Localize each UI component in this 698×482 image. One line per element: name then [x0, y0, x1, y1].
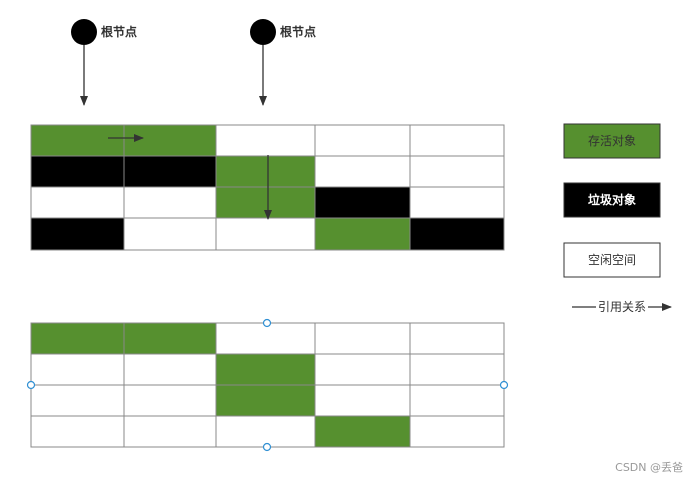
legend-free: 空闲空间	[563, 242, 661, 278]
heap-before-cell-free	[30, 186, 125, 219]
heap-after-cell-free	[215, 415, 316, 448]
heap-before-cell-garbage	[409, 217, 505, 251]
heap-after-cell-free	[215, 322, 316, 355]
heap-after-cell-free	[30, 415, 125, 448]
resize-handle-bottom[interactable]	[262, 442, 272, 452]
root-node-2: 根节点	[250, 19, 316, 45]
heap-before-compaction	[30, 124, 505, 251]
heap-before-cell-free	[314, 155, 411, 188]
legend-live-label: 存活对象	[588, 134, 636, 148]
resize-handle-top[interactable]	[262, 318, 272, 328]
heap-after-cell-free	[314, 353, 411, 386]
heap-before-cell-live	[314, 217, 411, 251]
heap-before-cell-live	[30, 124, 125, 157]
heap-before-cell-garbage	[30, 217, 125, 251]
legend-live-swatch	[563, 123, 661, 159]
heap-after-cell-free	[314, 322, 411, 355]
heap-before-cell-live	[215, 155, 316, 188]
heap-before-cell-free	[409, 155, 505, 188]
heap-after-cell-free	[409, 384, 505, 417]
root-node-label-1: 根节点	[101, 24, 137, 39]
heap-before-cell-live	[123, 124, 217, 157]
heap-after-cell-free	[409, 415, 505, 448]
heap-after-cell-free	[123, 384, 217, 417]
heap-before-cell-garbage	[314, 186, 411, 219]
heap-before-cell-garbage	[123, 155, 217, 188]
legend-free-label: 空闲空间	[588, 253, 636, 267]
heap-after-compaction	[30, 322, 505, 448]
heap-after-cell-free	[123, 353, 217, 386]
legend-garbage-swatch	[563, 182, 661, 218]
legend-free-swatch	[563, 242, 661, 278]
heap-after-cell-live	[314, 415, 411, 448]
heap-after-cell-free	[123, 415, 217, 448]
legend-reference-label: 引用关系	[598, 300, 646, 314]
legend-reference: 引用关系	[572, 300, 672, 314]
heap-after-cell-free	[409, 353, 505, 386]
resize-handle-right[interactable]	[499, 380, 509, 390]
heap-before-cell-free	[215, 124, 316, 157]
heap-after-cell-live	[30, 322, 125, 355]
heap-after-cell-free	[30, 384, 125, 417]
legend-garbage-label: 垃圾对象	[588, 192, 636, 207]
root-node-1: 根节点	[71, 19, 137, 45]
heap-after-cell-free	[30, 353, 125, 386]
heap-before-cell-free	[123, 217, 217, 251]
watermark: CSDN @丢爸	[615, 461, 683, 474]
heap-after-cell-free	[314, 384, 411, 417]
legend-live: 存活对象	[563, 123, 661, 159]
heap-after-cell-free	[409, 322, 505, 355]
selection-handles[interactable]	[26, 318, 509, 452]
heap-before-cell-free	[215, 217, 316, 251]
heap-after-cell-live	[123, 322, 217, 355]
resize-handle-left[interactable]	[26, 380, 36, 390]
legend: 存活对象 垃圾对象 空闲空间 引用关系	[563, 123, 672, 314]
heap-before-cell-free	[409, 186, 505, 219]
heap-before-cell-garbage	[30, 155, 125, 188]
heap-after-cell-live	[215, 353, 316, 386]
heap-before-cell-free	[314, 124, 411, 157]
heap-before-cell-free	[123, 186, 217, 219]
root-node-label-2: 根节点	[280, 24, 316, 39]
legend-garbage: 垃圾对象	[563, 182, 661, 218]
heap-before-cell-free	[409, 124, 505, 157]
heap-after-cell-live	[215, 384, 316, 417]
heap-before-cell-live	[215, 186, 316, 219]
